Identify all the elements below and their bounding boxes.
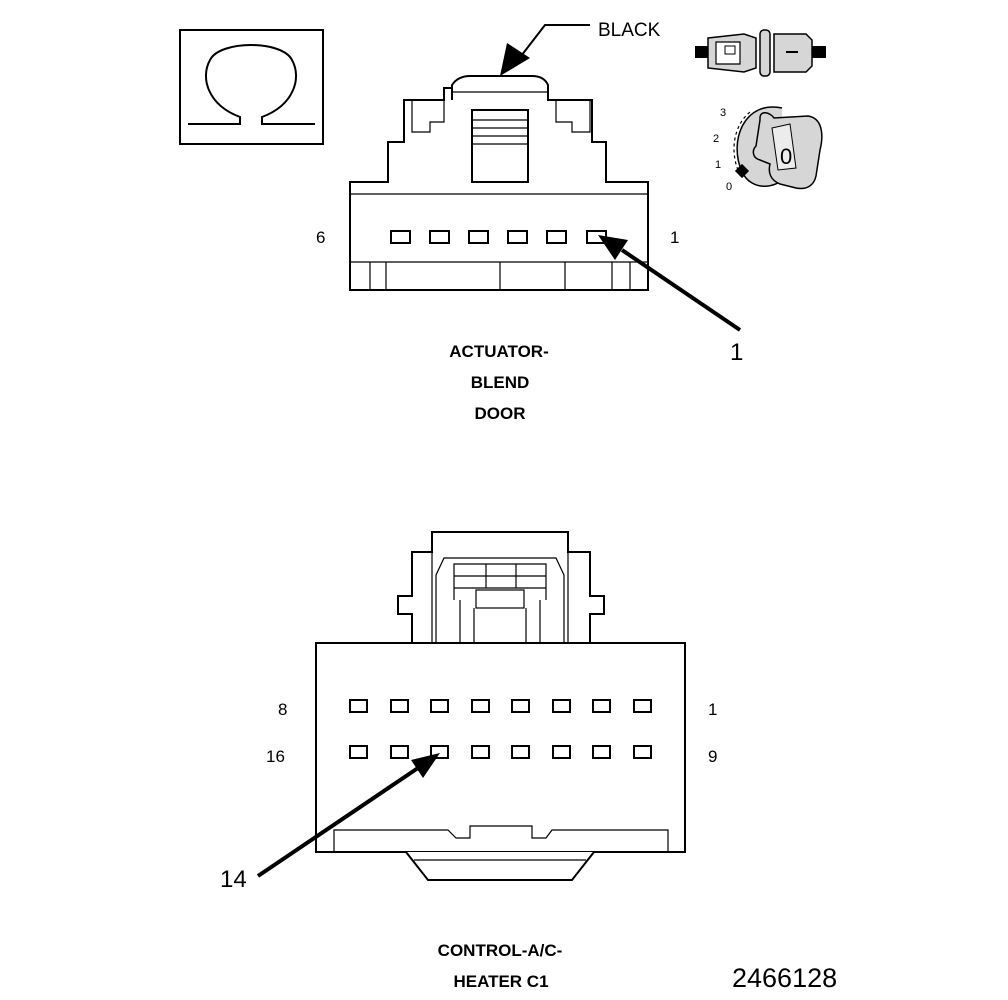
pin-label-1-bottom: 1 xyxy=(708,700,717,719)
pin-callout-arrow-1 xyxy=(598,235,742,332)
connector-color-label: BLACK xyxy=(598,20,661,41)
pin-label-6: 6 xyxy=(316,228,325,247)
switch-knob-label: 0 xyxy=(780,144,792,169)
rotary-switch-icon: 0 xyxy=(733,106,823,190)
blend-door-connector-body xyxy=(349,75,649,291)
connector-c1-title-line-1: CONTROL-A/C- xyxy=(438,941,563,960)
pin-label-9: 9 xyxy=(708,747,717,766)
connector-title-line-2: BLEND xyxy=(471,373,530,392)
heater-control-cavity-row-1 xyxy=(349,699,652,713)
switch-position-0: 0 xyxy=(726,181,732,193)
pin-label-16: 16 xyxy=(266,747,285,766)
pin-callout-number-1: 1 xyxy=(730,339,743,366)
connector-title-line-3: DOOR xyxy=(475,404,526,423)
switch-position-1: 1 xyxy=(715,159,721,171)
switch-position-2: 2 xyxy=(713,133,719,145)
pin-label-1: 1 xyxy=(670,228,679,247)
connector-title-line-1: ACTUATOR- xyxy=(449,342,548,361)
blend-door-cavity-row xyxy=(390,230,607,244)
ohm-icon xyxy=(179,29,324,145)
pin-callout-arrow-14 xyxy=(256,753,440,878)
color-callout: BLACK xyxy=(500,20,661,76)
pin-callout-number-14: 14 xyxy=(220,866,247,893)
connector-c1-title-line-2: HEATER C1 xyxy=(453,972,548,991)
pin-label-8: 8 xyxy=(278,700,287,719)
heater-control-connector-body xyxy=(315,531,686,881)
figure-number: 2466128 xyxy=(732,963,837,993)
switch-position-3: 3 xyxy=(720,107,726,119)
connector-plug-icon xyxy=(695,29,826,77)
heater-control-cavity-row-2 xyxy=(349,745,652,759)
